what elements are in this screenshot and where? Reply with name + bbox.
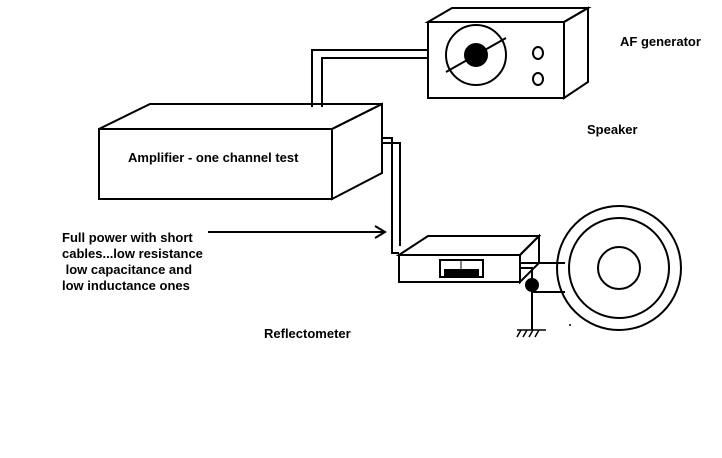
speaker-wiring bbox=[520, 262, 565, 330]
af-generator-box bbox=[424, 6, 592, 100]
amplifier-cable bbox=[382, 137, 401, 254]
ground-icon bbox=[516, 329, 546, 338]
reflectometer-label: Reflectometer bbox=[264, 326, 351, 341]
control-knob-top bbox=[532, 46, 544, 60]
stray-dot bbox=[569, 324, 571, 326]
af-generator-label: AF generator bbox=[620, 34, 701, 49]
cable-note-line: low inductance ones bbox=[62, 278, 190, 293]
reflectometer-box bbox=[395, 233, 542, 285]
speaker-label: Speaker bbox=[587, 122, 638, 137]
control-knob-bottom bbox=[532, 72, 544, 86]
cable-note: Full power with short cables...low resis… bbox=[62, 230, 203, 294]
speaker-icon bbox=[556, 205, 682, 331]
cable-note-line: low capacitance and bbox=[62, 262, 193, 277]
junction-dot bbox=[525, 278, 539, 292]
cable-note-line: cables...low resistance bbox=[62, 246, 203, 261]
amplifier-label: Amplifier - one channel test bbox=[128, 150, 299, 165]
amplifier-box bbox=[98, 102, 383, 201]
meter-bar bbox=[444, 269, 479, 276]
generator-cable bbox=[311, 49, 428, 107]
cable-note-line: Full power with short bbox=[62, 230, 193, 245]
knob-icon bbox=[464, 43, 488, 67]
dial-icon bbox=[445, 24, 507, 86]
meter-window bbox=[439, 259, 484, 278]
note-arrow bbox=[208, 225, 387, 239]
